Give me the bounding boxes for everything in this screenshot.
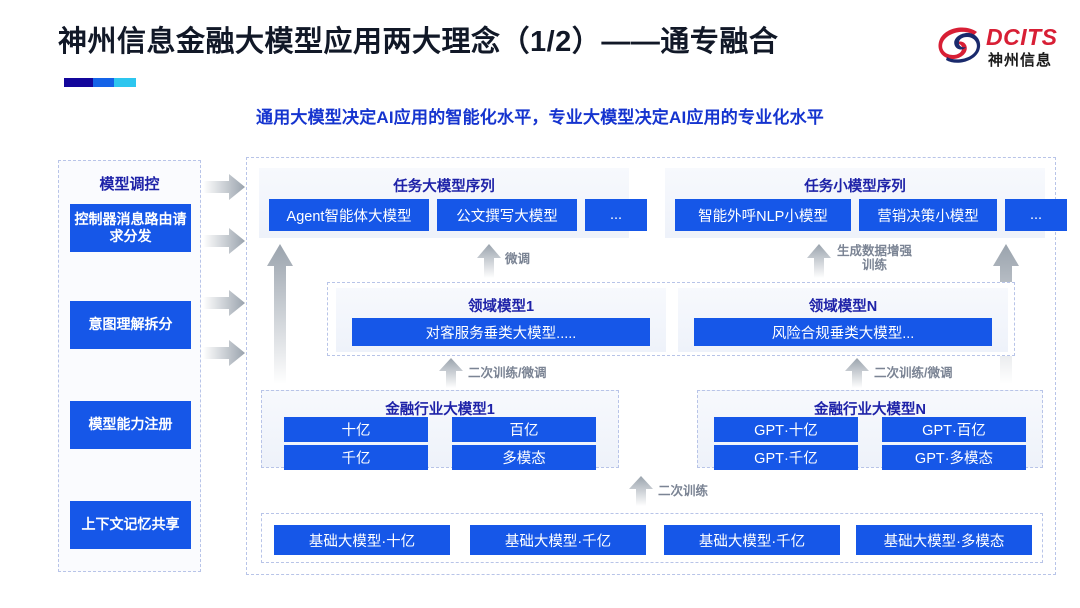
dcits-swirl-icon	[938, 27, 981, 63]
domain-model-n-panel: 领域模型N 风险合规垂类大模型...	[678, 288, 1008, 352]
panel-title: 金融行业大模型N	[814, 402, 926, 418]
diagram-frame: 任务大模型序列 Agent智能体大模型 公文撰写大模型 ... 任务小模型序列 …	[246, 157, 1067, 575]
arrow-label-retrain-finetune: 二次训练/微调	[874, 366, 953, 380]
industry-chip-gpt-ten-billion[interactable]: GPT·百亿	[882, 417, 1026, 442]
dcits-logo: DCITS 神州信息	[936, 20, 1066, 76]
base-chip-hundred-billion-b[interactable]: 基础大模型·千亿	[664, 525, 840, 555]
base-model-band: 基础大模型·十亿 基础大模型·千亿 基础大模型·千亿 基础大模型·多模态	[261, 513, 1043, 563]
arrow-right-icon	[203, 340, 245, 366]
slide-subtitle: 通用大模型决定AI应用的智能化水平，专业大模型决定AI应用的专业化水平	[256, 108, 824, 127]
industry-chip-billion[interactable]: 十亿	[284, 417, 428, 442]
base-chip-billion[interactable]: 基础大模型·十亿	[274, 525, 450, 555]
task-chip-more[interactable]: ...	[585, 199, 647, 231]
industry-chip-gpt-billion[interactable]: GPT·十亿	[714, 417, 858, 442]
task-chip-marketing-decision[interactable]: 营销决策小模型	[859, 199, 997, 231]
logo-text-en: DCITS	[986, 24, 1058, 50]
panel-title: 任务小模型序列	[804, 179, 906, 195]
arrow-label-retrain: 二次训练	[658, 484, 709, 498]
task-large-model-panel: 任务大模型序列 Agent智能体大模型 公文撰写大模型 ...	[259, 168, 647, 238]
arrow-label-retrain-finetune: 二次训练/微调	[468, 366, 547, 380]
accent-segment-2	[92, 78, 115, 87]
domain-chip-risk-compliance[interactable]: 风险合规垂类大模型...	[694, 318, 992, 346]
sidebar-item-context-memory-share[interactable]: 上下文记忆共享	[70, 501, 191, 549]
arrow-up-icon	[807, 244, 831, 278]
arrow-right-icon	[203, 228, 245, 254]
arrow-label-finetune: 微调	[505, 252, 531, 266]
panel-title: 领域模型1	[467, 299, 535, 315]
accent-bar	[64, 78, 136, 87]
panel-title: 领域模型N	[808, 299, 878, 315]
arrow-right-icon	[203, 174, 245, 200]
task-chip-doc-writing[interactable]: 公文撰写大模型	[437, 199, 577, 231]
task-chip-outbound-nlp[interactable]: 智能外呼NLP小模型	[675, 199, 851, 231]
sidebar-model-control: 模型调控 控制器消息路由请求分发 意图理解拆分 模型能力注册 上下文记忆共享	[58, 160, 201, 572]
base-chip-multimodal[interactable]: 基础大模型·多模态	[856, 525, 1032, 555]
sidebar-item-capability-registry[interactable]: 模型能力注册	[70, 401, 191, 449]
industry-model-1-panel: 金融行业大模型1 十亿 百亿 千亿 多模态	[261, 390, 619, 470]
base-chip-hundred-billion-a[interactable]: 基础大模型·千亿	[470, 525, 646, 555]
arrow-up-icon	[845, 358, 869, 388]
panel-title: 金融行业大模型1	[385, 402, 495, 418]
accent-segment-3	[114, 78, 136, 87]
sidebar-item-controller-routing[interactable]: 控制器消息路由请求分发	[70, 204, 191, 252]
slide-header: 神州信息金融大模型应用两大理念（1/2）——通专融合 DCITS 神州信息	[0, 0, 1080, 100]
accent-segment-1	[64, 78, 93, 87]
sidebar-title: 模型调控	[99, 176, 160, 193]
panel-title: 任务大模型序列	[393, 179, 495, 195]
task-small-model-panel: 任务小模型序列 智能外呼NLP小模型 营销决策小模型 ...	[665, 168, 1067, 238]
industry-chip-ten-billion[interactable]: 百亿	[452, 417, 596, 442]
arrow-right-icon	[203, 290, 245, 316]
industry-chip-gpt-multimodal[interactable]: GPT·多模态	[882, 445, 1026, 470]
task-chip-more[interactable]: ...	[1005, 199, 1067, 231]
domain-model-band: 领域模型1 对客服务垂类大模型..... 领域模型N 风险合规垂类大模型...	[327, 282, 1015, 356]
page-title: 神州信息金融大模型应用两大理念（1/2）——通专融合	[58, 26, 779, 58]
logo-text-cn: 神州信息	[988, 52, 1053, 69]
arrow-up-icon	[629, 476, 653, 506]
domain-chip-customer-service[interactable]: 对客服务垂类大模型.....	[352, 318, 650, 346]
industry-chip-gpt-hundred-billion[interactable]: GPT·千亿	[714, 445, 858, 470]
arrow-up-icon	[477, 244, 501, 278]
industry-chip-hundred-billion[interactable]: 千亿	[284, 445, 428, 470]
arrow-up-icon	[439, 358, 463, 388]
arrow-up-icon	[267, 244, 293, 384]
sidebar-item-intent-understanding[interactable]: 意图理解拆分	[70, 301, 191, 349]
domain-model-1-panel: 领域模型1 对客服务垂类大模型.....	[336, 288, 666, 352]
arrow-label-data-augmentation: 生成数据增强 训练	[837, 244, 913, 273]
industry-model-n-panel: 金融行业大模型N GPT·十亿 GPT·百亿 GPT·千亿 GPT·多模态	[697, 390, 1043, 470]
task-chip-agent[interactable]: Agent智能体大模型	[269, 199, 429, 231]
industry-chip-multimodal[interactable]: 多模态	[452, 445, 596, 470]
